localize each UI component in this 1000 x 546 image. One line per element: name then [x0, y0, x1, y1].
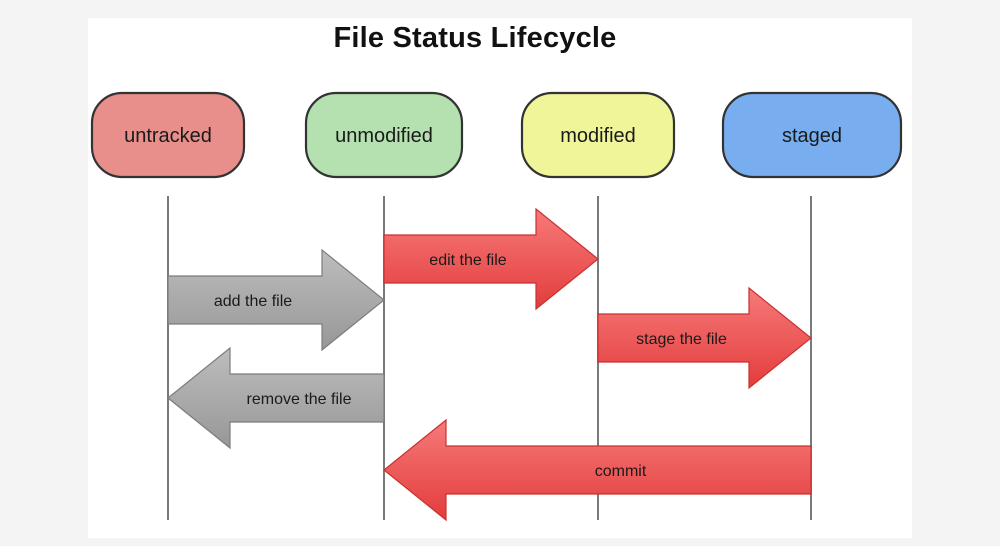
arrow-label: add the file [214, 293, 292, 310]
transition-add-the-file: add the file [167, 248, 385, 352]
transition-stage-the-file: stage the file [597, 286, 812, 390]
state-unmodified: unmodified [304, 91, 464, 179]
transition-commit: commit [383, 418, 812, 522]
arrow-label: edit the file [429, 252, 506, 269]
arrow-shape [597, 286, 812, 390]
state-box-modified [520, 91, 676, 179]
arrow-label: stage the file [636, 331, 727, 348]
state-nodes: untracked unmodified modified staged [90, 91, 903, 179]
arrow-shape [167, 248, 385, 352]
state-box-untracked [90, 91, 246, 179]
state-label-modified: modified [560, 125, 636, 147]
state-staged: staged [721, 91, 903, 179]
state-label-unmodified: unmodified [335, 125, 433, 147]
transition-arrows: add the file edit the file stage the file r… [167, 207, 812, 522]
transition-edit-the-file: edit the file [383, 207, 599, 311]
arrow-label: remove the file [247, 391, 352, 408]
arrow-label: commit [595, 463, 647, 480]
transition-remove-the-file: remove the file [167, 346, 385, 450]
state-untracked: untracked [90, 91, 246, 179]
arrow-shape [383, 207, 599, 311]
state-box-staged [721, 91, 903, 179]
diagram-title: File Status Lifecycle [333, 22, 617, 54]
state-label-untracked: untracked [124, 125, 212, 147]
arrow-shape [167, 346, 385, 450]
state-label-staged: staged [782, 125, 842, 147]
state-box-unmodified [304, 91, 464, 179]
state-modified: modified [520, 91, 676, 179]
arrow-shape [383, 418, 812, 522]
